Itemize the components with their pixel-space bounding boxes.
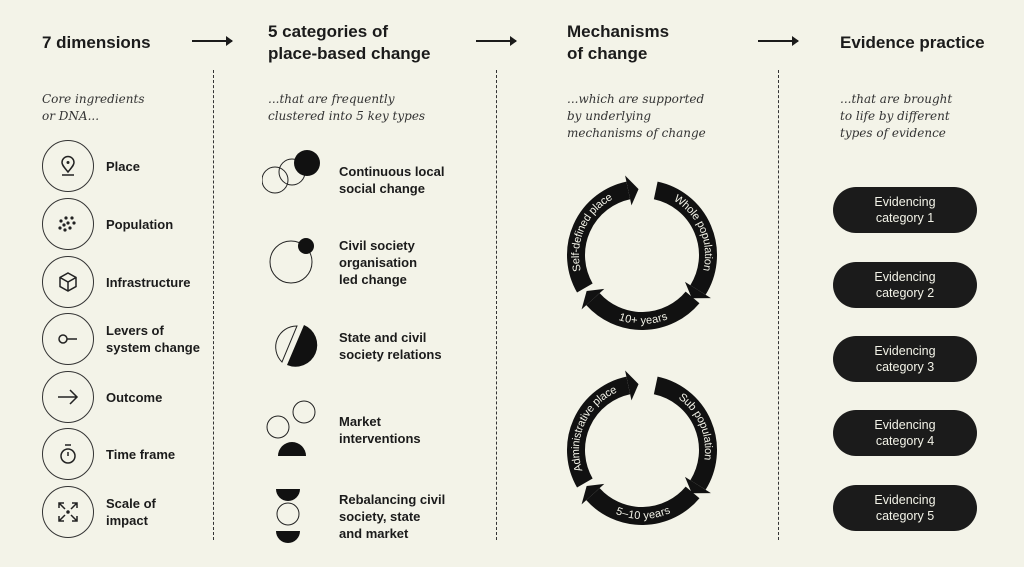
arrowhead-icon — [581, 288, 605, 310]
divider — [496, 70, 497, 540]
arrowhead-icon — [625, 370, 639, 401]
dimension-label: Place — [106, 158, 140, 174]
dots-icon — [42, 198, 94, 250]
cycle-label-bottom: 10+ years — [617, 310, 669, 327]
dimension-label: Outcome — [106, 389, 163, 405]
cycle-arrow-right — [653, 181, 717, 295]
flow-arrow — [758, 36, 799, 46]
divider — [213, 70, 214, 540]
cube-icon — [42, 256, 94, 308]
dimension-time-frame: Time frame — [42, 428, 175, 480]
split-circle-icon — [275, 325, 318, 367]
flow-arrow — [192, 36, 233, 46]
arrow-right-icon — [42, 371, 94, 423]
divider — [778, 70, 779, 540]
column-title-dimensions: 7 dimensions — [42, 33, 151, 52]
circles-half-icon — [266, 400, 316, 456]
circle-with-dot-icon — [269, 238, 314, 284]
dimension-label: Infrastructure — [106, 274, 191, 290]
cycle-arrow-bottom — [586, 486, 700, 525]
cycle-label-left: Self-defined place — [570, 191, 614, 272]
cycle-label-right: Whole population — [672, 193, 714, 273]
flow-arrow — [476, 36, 517, 46]
cycle-arrow-bottom — [586, 291, 700, 330]
cycle-label-bottom: 5–10 years — [614, 504, 672, 522]
cycle-label-left: Administrative place — [570, 384, 619, 473]
column-title-evidence: Evidence practice — [840, 33, 985, 52]
arrowhead-icon — [581, 483, 605, 505]
cycle-arrow-right — [653, 376, 717, 490]
dimension-label: Population — [106, 216, 174, 232]
map-pin-icon — [42, 140, 94, 192]
arrowhead-icon — [684, 476, 711, 494]
arrowhead-icon — [625, 175, 639, 206]
arrowhead-icon — [684, 281, 711, 299]
dimension-place: Place — [42, 140, 140, 192]
dimension-population: Population — [42, 198, 173, 250]
overlapping-circles-icon — [262, 150, 320, 194]
dimension-label: Time frame — [106, 446, 176, 462]
stopwatch-icon — [42, 428, 94, 480]
lever-icon — [42, 313, 94, 365]
dimension-infrastructure: Infrastructure — [42, 256, 191, 308]
expand-icon — [42, 486, 94, 538]
cycle-arrow-left — [567, 376, 631, 488]
cycle-arrow-left — [567, 181, 631, 293]
dimension-outcome: Outcome — [42, 371, 162, 423]
stacked-halves-icon — [276, 489, 300, 543]
